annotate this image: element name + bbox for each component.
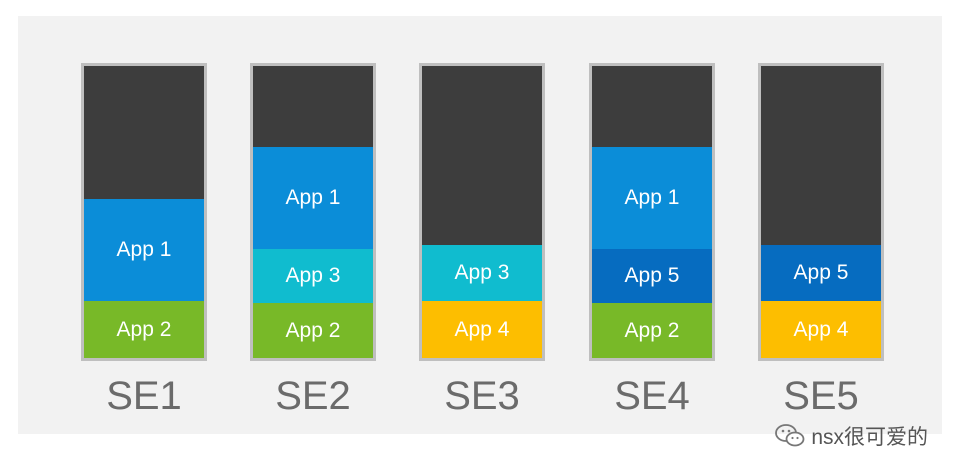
app-block-app-1: App 1 bbox=[592, 147, 712, 249]
service-engine-label: SE3 bbox=[444, 374, 520, 418]
app-block-app-4: App 4 bbox=[422, 301, 542, 358]
service-engine-label: SE2 bbox=[275, 374, 351, 418]
app-block-app-3: App 3 bbox=[253, 249, 373, 303]
app-block-app-3: App 3 bbox=[422, 245, 542, 301]
service-engine-label: SE5 bbox=[783, 374, 859, 418]
app-block-app-4: App 4 bbox=[761, 301, 881, 358]
service-engine-label: SE1 bbox=[106, 374, 182, 418]
service-engine-label: SE4 bbox=[614, 374, 690, 418]
app-block-app-5: App 5 bbox=[592, 249, 712, 303]
app-block-app-2: App 2 bbox=[253, 303, 373, 358]
wechat-icon bbox=[775, 424, 805, 447]
app-block-app-2: App 2 bbox=[84, 301, 204, 358]
app-block-app-5: App 5 bbox=[761, 245, 881, 301]
app-block-app-1: App 1 bbox=[84, 199, 204, 301]
watermark-text: nsx很可爱的 bbox=[811, 426, 928, 449]
app-block-app-1: App 1 bbox=[253, 147, 373, 249]
app-block-app-2: App 2 bbox=[592, 303, 712, 358]
watermark: nsx很可爱的 bbox=[775, 421, 928, 451]
